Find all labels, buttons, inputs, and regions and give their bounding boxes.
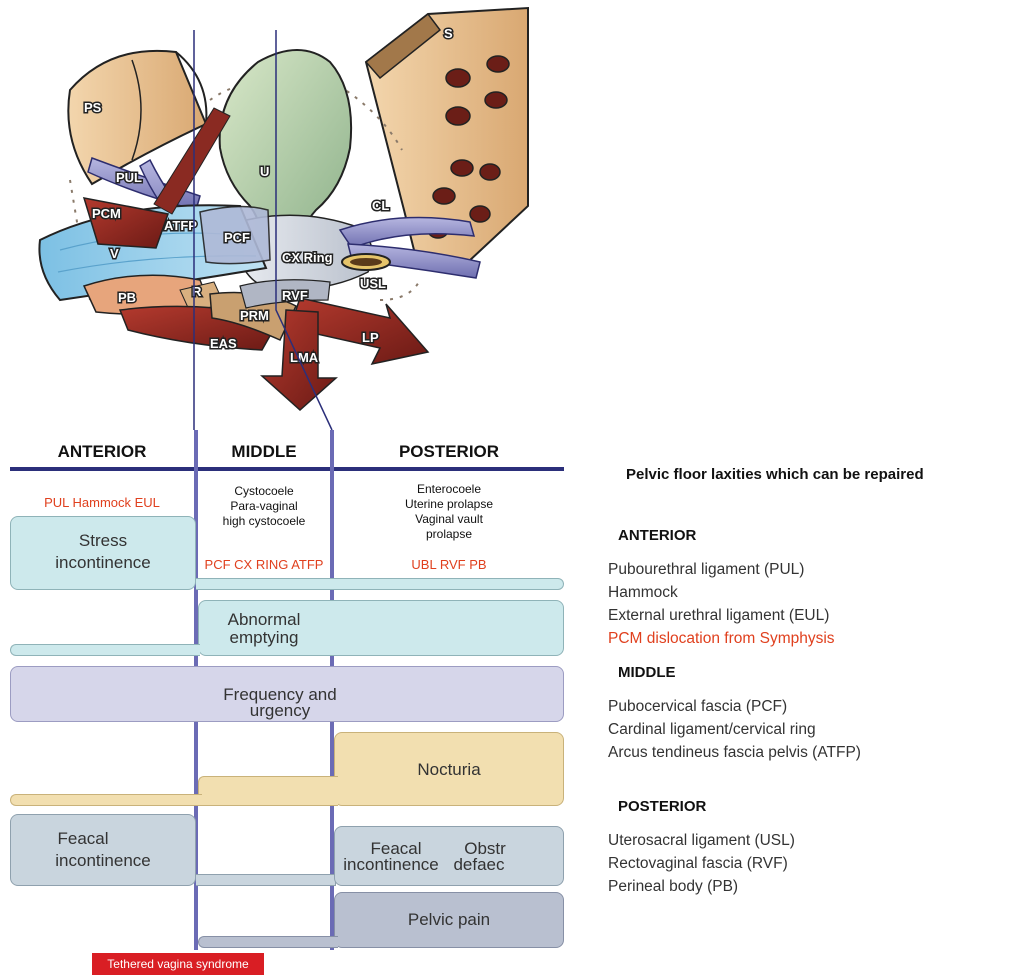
middle-ligaments: PCF CX RING ATFP <box>204 557 324 572</box>
right-posterior-heading: POSTERIOR <box>618 798 707 815</box>
label-pul: PUL <box>116 170 142 185</box>
frequency-label: Frequency and urgency <box>190 686 370 720</box>
pelvic-pain-label: Pelvic pain <box>407 910 491 929</box>
label-cl: CL <box>372 198 389 213</box>
right-posterior-list: Uterosacral ligament (USL) Rectovaginal … <box>608 829 1008 898</box>
label-pb: PB <box>118 290 136 305</box>
right-panel-title: Pelvic floor laxities which can be repai… <box>626 466 924 483</box>
stress-label-2: incontinence <box>55 553 151 572</box>
label-rvf: RVF <box>282 288 308 303</box>
bar-nocturia <box>334 732 564 806</box>
middle-defects: Cystocoele Para-vaginal high cystocoele <box>198 484 330 529</box>
label-lp: LP <box>362 330 379 345</box>
feacal-left-label-1: Feacal <box>57 829 109 848</box>
bar-pelvic-pain <box>334 892 564 948</box>
right-panel: Pelvic floor laxities which can be repai… <box>608 466 1008 898</box>
label-u: U <box>260 164 269 179</box>
zone-header-posterior: POSTERIOR <box>398 442 500 461</box>
posterior-defect-4: prolapse <box>425 527 473 541</box>
label-eas: EAS <box>210 336 237 351</box>
label-cx-ring: CX Ring <box>282 250 333 265</box>
feacal-right-label-1: Feacal <box>370 839 422 858</box>
right-middle-item-2: Cardinal ligament/cervical ring <box>608 721 816 738</box>
bar-feacal-left-tail <box>196 874 336 886</box>
bar-feacal-left <box>10 814 196 886</box>
bar-stress-tail <box>196 578 564 590</box>
right-posterior-item-3: Perineal body (PB) <box>608 878 739 895</box>
bar-emptying-tail <box>10 644 200 656</box>
right-anterior-highlight: PCM dislocation from Symphysis <box>608 630 835 647</box>
middle-defect-1: Cystocoele <box>234 484 294 498</box>
right-middle-item-3: Arcus tendineus fascia pelvis (ATFP) <box>608 744 861 761</box>
anterior-ligaments: PUL Hammock EUL <box>44 495 160 510</box>
right-anterior-item-3: External urethral ligament (EUL) <box>608 607 830 624</box>
label-pcf: PCF <box>224 230 250 245</box>
stress-label: Stress incontinence <box>10 532 196 572</box>
bar-feacal-obstr-right <box>334 826 564 886</box>
posterior-defect-2: Uterine prolapse <box>404 497 494 511</box>
label-s: S <box>444 26 453 41</box>
zone-header-anterior: ANTERIOR <box>57 442 147 461</box>
middle-defect-2: Para-vaginal <box>230 499 298 513</box>
cervical-ring-shape <box>236 214 374 290</box>
feacal-right-label-2: incontinence <box>343 855 439 874</box>
bar-pelvic-pain-tail <box>198 936 338 948</box>
posterior-defects: Enterocoele Uterine prolapse Vaginal vau… <box>334 482 564 542</box>
pubic-symphysis-shape <box>67 49 208 186</box>
emptying-label-2: emptying <box>229 628 299 647</box>
nocturia-label: Nocturia <box>417 760 481 779</box>
label-v: V <box>110 246 119 261</box>
pcm-muscle-shape <box>82 197 169 249</box>
right-middle-item-1: Pubocervical fascia (PCF) <box>608 698 788 715</box>
tethered-vagina-badge: Tethered vagina syndrome <box>92 953 264 975</box>
right-anterior-item-2: Hammock <box>608 584 678 601</box>
label-ps: PS <box>84 100 102 115</box>
label-pcm: PCM <box>92 206 121 221</box>
middle-defect-3: high cystocoele <box>222 514 306 528</box>
cardinal-ligament-shape <box>338 216 476 249</box>
frequency-label-2: urgency <box>249 701 311 720</box>
right-anterior-heading: ANTERIOR <box>618 527 697 544</box>
right-anterior-item-1: Pubourethral ligament (PUL) <box>608 561 805 578</box>
posterior-defect-1: Enterocoele <box>416 482 482 496</box>
bar-nocturia-tail <box>10 794 202 806</box>
bar-abnormal-emptying <box>198 600 564 656</box>
feacal-left-label-2: incontinence <box>55 851 151 870</box>
bar-frequency-urgency <box>10 666 564 722</box>
label-lma: LMA <box>290 350 319 365</box>
label-usl: USL <box>360 276 386 291</box>
right-posterior-item-1: Uterosacral ligament (USL) <box>608 832 795 849</box>
emptying-label: Abnormal emptying <box>198 611 330 647</box>
right-middle-heading: MIDDLE <box>618 664 676 681</box>
right-anterior-list: Pubourethral ligament (PUL) Hammock Exte… <box>608 558 1008 650</box>
posterior-ligaments: UBL RVF PB <box>411 557 487 572</box>
bar-stress-incontinence <box>10 516 196 590</box>
label-atfp: ATFP <box>164 218 197 233</box>
frequency-label-1: Frequency and <box>223 685 337 704</box>
right-posterior-item-2: Rectovaginal fascia (RVF) <box>608 855 788 872</box>
zone-header-line <box>10 467 564 471</box>
obstr-label-1: Obstr <box>464 839 506 858</box>
bar-nocturia-mid <box>198 776 338 806</box>
label-prm: PRM <box>240 308 269 323</box>
feacal-left-label: Feacal incontinence <box>10 830 196 870</box>
stress-label-1: Stress <box>78 531 128 550</box>
posterior-defect-3: Vaginal vault <box>415 512 483 526</box>
zone-header-middle: MIDDLE <box>231 442 297 461</box>
emptying-label-1: Abnormal <box>227 610 301 629</box>
right-middle-list: Pubocervical fascia (PCF) Cardinal ligam… <box>608 695 1008 764</box>
obstr-label-2: defaec <box>453 855 505 874</box>
